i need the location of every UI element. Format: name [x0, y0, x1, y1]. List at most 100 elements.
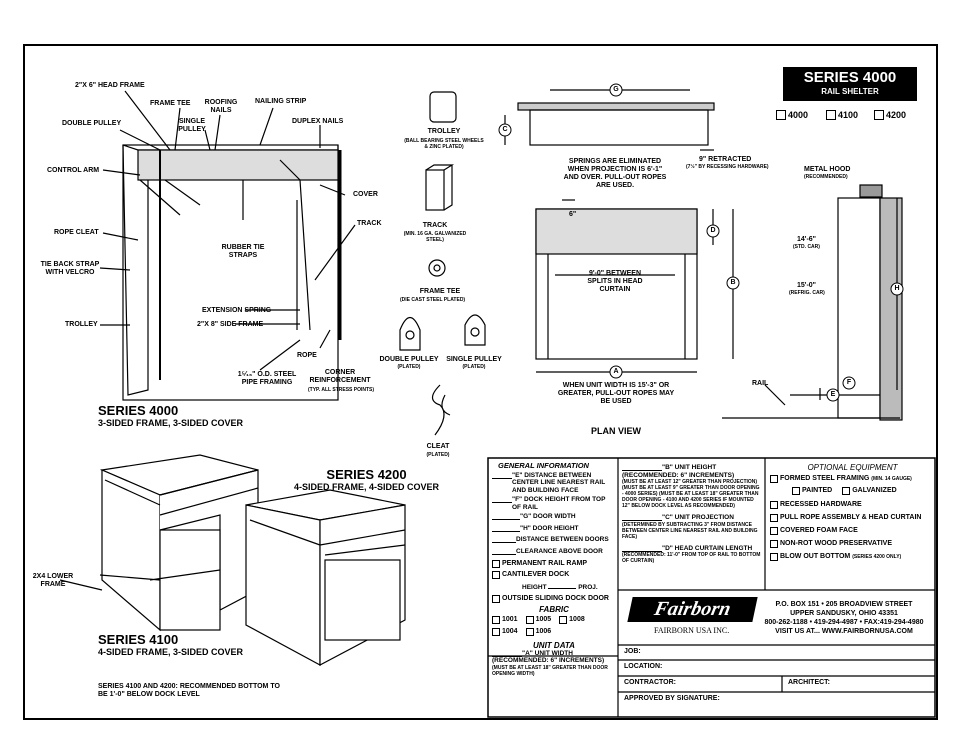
label-single-pulley: SINGLE PULLEY	[178, 118, 206, 133]
label-control-arm: CONTROL ARM	[47, 167, 100, 174]
field-g[interactable]	[492, 513, 520, 520]
contractor-field[interactable]: CONTRACTOR:	[624, 679, 676, 686]
model-4100-checkbox[interactable]: 4100	[826, 110, 858, 120]
springs-note: SPRINGS ARE ELIMINATED WHEN PROJECTION I…	[563, 158, 667, 189]
company-address: P.O. BOX 151 • 205 BROADVIEW STREET UPPE…	[758, 600, 930, 636]
refr-height: 15'-0"	[797, 282, 816, 289]
general-info-title: GENERAL INFORMATION	[498, 461, 589, 470]
field-clearance[interactable]	[492, 548, 516, 555]
field-doors[interactable]	[492, 536, 516, 543]
unit-b-label: "B" UNIT HEIGHT	[662, 464, 717, 471]
part-cleat: CLEAT	[426, 443, 450, 450]
field-c[interactable]	[622, 514, 662, 521]
optional-equipment-panel: OPTIONAL EQUIPMENT FORMED STEEL FRAMING …	[770, 464, 935, 564]
cantilever-proj-label: PROJ.	[578, 584, 598, 591]
part-frame-tee: FRAME TEE	[419, 288, 461, 295]
label-extension-spring: EXTENSION SPRING	[202, 307, 272, 314]
label-double-pulley: DOUBLE PULLEY	[62, 120, 122, 127]
field-e[interactable]	[492, 472, 512, 479]
label-cover: COVER	[353, 191, 378, 198]
field-d[interactable]	[622, 545, 662, 552]
field-b[interactable]	[622, 464, 662, 471]
part-double-pulley-note: (PLATED)	[397, 364, 421, 370]
fabric-1008[interactable]: 1008	[559, 616, 585, 624]
label-side-frame: 2"X 8" SIDE FRAME	[197, 321, 264, 328]
optional-title: OPTIONAL EQUIPMENT	[807, 463, 898, 472]
retracted-label: 9" RETRACTED	[699, 156, 752, 163]
general-doors-label: DISTANCE BETWEEN DOORS	[516, 536, 609, 543]
dim-six-inch: 6"	[569, 211, 577, 218]
dim-b: B	[730, 279, 736, 286]
fairborn-logo: Fairborn	[627, 597, 758, 622]
opt-foam-face[interactable]: COVERED FOAM FACE	[770, 526, 935, 535]
fabric-1006[interactable]: 1006	[525, 628, 551, 636]
label-trolley: TROLLEY	[65, 321, 98, 328]
dim-d: D	[710, 227, 716, 234]
rail-label: RAIL	[752, 380, 769, 387]
general-e-label: "E" DISTANCE BETWEEN CENTER LINE NEAREST…	[512, 471, 606, 494]
fabric-1005[interactable]: 1005	[525, 616, 551, 624]
label-track: TRACK	[357, 220, 382, 227]
model-4000-checkbox[interactable]: 4000	[776, 110, 808, 120]
part-trolley: TROLLEY	[427, 128, 461, 135]
general-h-label: "H" DOOR HEIGHT	[520, 524, 579, 532]
dim-g: G	[613, 86, 619, 93]
unit-b-note: (MUST BE AT LEAST 12" GREATER THAN PROJE…	[622, 479, 760, 509]
part-frame-tee-note: (DIE CAST STEEL PLATED)	[400, 297, 466, 303]
label-frame-tee: FRAME TEE	[150, 100, 191, 107]
part-single-pulley-note: (PLATED)	[462, 364, 486, 370]
address-line-2: UPPER SANDUSKY, OHIO 43351	[790, 610, 898, 617]
std-height: 14'-6"	[797, 236, 816, 243]
opt-pull-rope[interactable]: PULL ROPE ASSEMBLY & HEAD CURTAIN	[770, 513, 935, 522]
drawing-sheet	[23, 44, 938, 720]
field-a[interactable]	[492, 650, 522, 657]
job-field[interactable]: JOB:	[624, 648, 641, 655]
opt-formed-steel[interactable]: FORMED STEEL FRAMING (MIN. 14 GAUGE)	[770, 474, 935, 483]
architect-field[interactable]: ARCHITECT:	[788, 679, 830, 686]
field-f[interactable]	[492, 496, 512, 503]
location-field[interactable]: LOCATION:	[624, 663, 663, 670]
opt-blow-out-bottom[interactable]: BLOW OUT BOTTOM (SERIES 4200 ONLY)	[770, 552, 935, 561]
metal-hood-note: (RECOMMENDED)	[804, 174, 848, 180]
approved-field[interactable]: APPROVED BY SIGNATURE:	[624, 695, 720, 702]
general-info-panel: GENERAL INFORMATION "E" DISTANCE BETWEEN…	[492, 462, 616, 677]
fabric-1004[interactable]: 1004	[492, 628, 518, 636]
label-corner-reinforcement: CORNER REINFORCEMENT	[309, 369, 371, 384]
dim-e: E	[830, 391, 836, 398]
part-track-note: (MIN. 16 GA. GALVANIZED STEEL)	[403, 231, 467, 243]
unit-c-note: (DETERMINED BY SUBTRACTING 3" FROM DISTA…	[622, 521, 758, 540]
opt-wood-preservative[interactable]: NON-ROT WOOD PRESERVATIVE	[770, 539, 935, 548]
retracted-note: (7½" BY RECESSING HARDWARE)	[686, 164, 769, 170]
unit-panel: "B" UNIT HEIGHT (RECOMMENDED: 6" INCREME…	[622, 464, 762, 564]
opt-painted[interactable]: PAINTED	[792, 486, 832, 495]
general-g-label: "G" DOOR WIDTH	[520, 513, 576, 520]
dim-f: F	[846, 379, 852, 386]
field-h[interactable]	[492, 525, 520, 532]
label-nailing-strip: NAILING STRIP	[255, 98, 307, 105]
outside-door-option[interactable]: OUTSIDE SLIDING DOCK DOOR	[492, 594, 616, 603]
opt-galvanized[interactable]: GALVANIZED	[842, 486, 897, 495]
label-roofing-nails: ROOFING NAILS	[204, 99, 238, 114]
dim-h: H	[894, 285, 900, 292]
phone-line: 800-262-1188 • 419-294-4987 • FAX:419-29…	[764, 619, 924, 626]
label-lower-frame: 2X4 LOWER FRAME	[32, 573, 74, 588]
model-4200-checkbox[interactable]: 4200	[874, 110, 906, 120]
cantilever-option[interactable]: CANTILEVER DOCK	[492, 571, 616, 579]
label-rope-cleat: ROPE CLEAT	[54, 229, 99, 236]
fabric-title: FABRIC	[539, 604, 569, 614]
dim-a: A	[613, 368, 619, 375]
unit-b-rec: (RECOMMENDED: 6" INCREMENTS)	[622, 471, 735, 479]
cantilever-height-label: HEIGHT	[522, 584, 547, 591]
opt-recessed-hardware[interactable]: RECESSED HARDWARE	[770, 500, 935, 509]
width-note: WHEN UNIT WIDTH IS 15'-3" OR GREATER, PU…	[557, 382, 675, 405]
bottom-note: SERIES 4100 AND 4200: RECOMMENDED BOTTOM…	[98, 683, 280, 698]
plan-view-title: PLAN VIEW	[591, 426, 642, 436]
refr-note: (REFRIG. CAR)	[789, 290, 825, 296]
fabric-1001[interactable]: 1001	[492, 616, 518, 624]
field-cantilever-height[interactable]	[548, 582, 577, 589]
ramp-option[interactable]: PERMANENT RAIL RAMP	[492, 560, 616, 568]
